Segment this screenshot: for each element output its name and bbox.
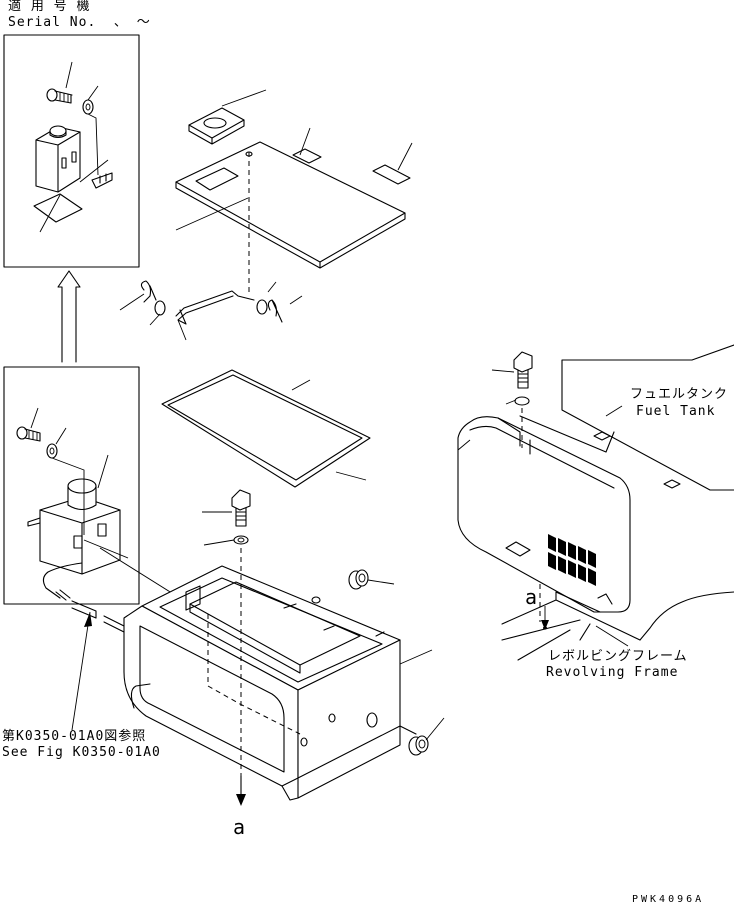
vent-grille [548,534,596,586]
view-marker-a-bottom: a [233,815,246,839]
fuel-tank [519,344,734,491]
inset-bolt-icon [46,88,73,104]
mounting-bracket [457,416,631,613]
cap-icon [188,107,245,145]
gasket [161,369,371,488]
box-washer-icon [233,535,249,545]
inset-tank-icon [35,125,113,193]
main-inset-tank-icon [27,478,121,575]
inset-washer-icon [82,99,94,115]
grommet-icon [348,569,369,590]
main-inset-bolt-icon [16,426,41,442]
inset-detail-box [3,34,140,268]
main-inset-washer-icon [46,443,58,459]
tank-washer-icon [514,396,530,406]
stay-rod [119,280,303,341]
cover-plate [175,141,406,269]
up-arrow [57,270,81,363]
battery-box [123,565,417,801]
frame-label-jp: レボルビングフレーム [548,649,688,664]
hose-icon [42,562,83,599]
fuel-tank-label-jp: フュエルタンク [630,387,729,402]
serial-label-en: Serial No. 、 ～ [8,15,151,30]
fuel-tank-label-en: Fuel Tank [636,404,716,419]
view-marker-a-right: a [525,585,538,609]
revolving-frame [501,591,734,661]
tank-bolt-icon [513,351,533,389]
serial-label-jp: 適 用 号 機 [8,0,91,14]
plate-label-icon [292,148,322,164]
frame-label-en: Revolving Frame [546,665,679,680]
box-bolt-icon [231,489,251,527]
grommet-icon-2 [408,735,429,756]
inset-main-box [3,366,140,605]
plate-label-icon-2 [372,164,411,185]
drawing-code: PWK4096A [632,894,705,905]
see-fig-label-jp: 第K0350-01A0図参照 [2,729,147,744]
see-fig-label-en: See Fig K0350-01A0 [2,745,161,760]
